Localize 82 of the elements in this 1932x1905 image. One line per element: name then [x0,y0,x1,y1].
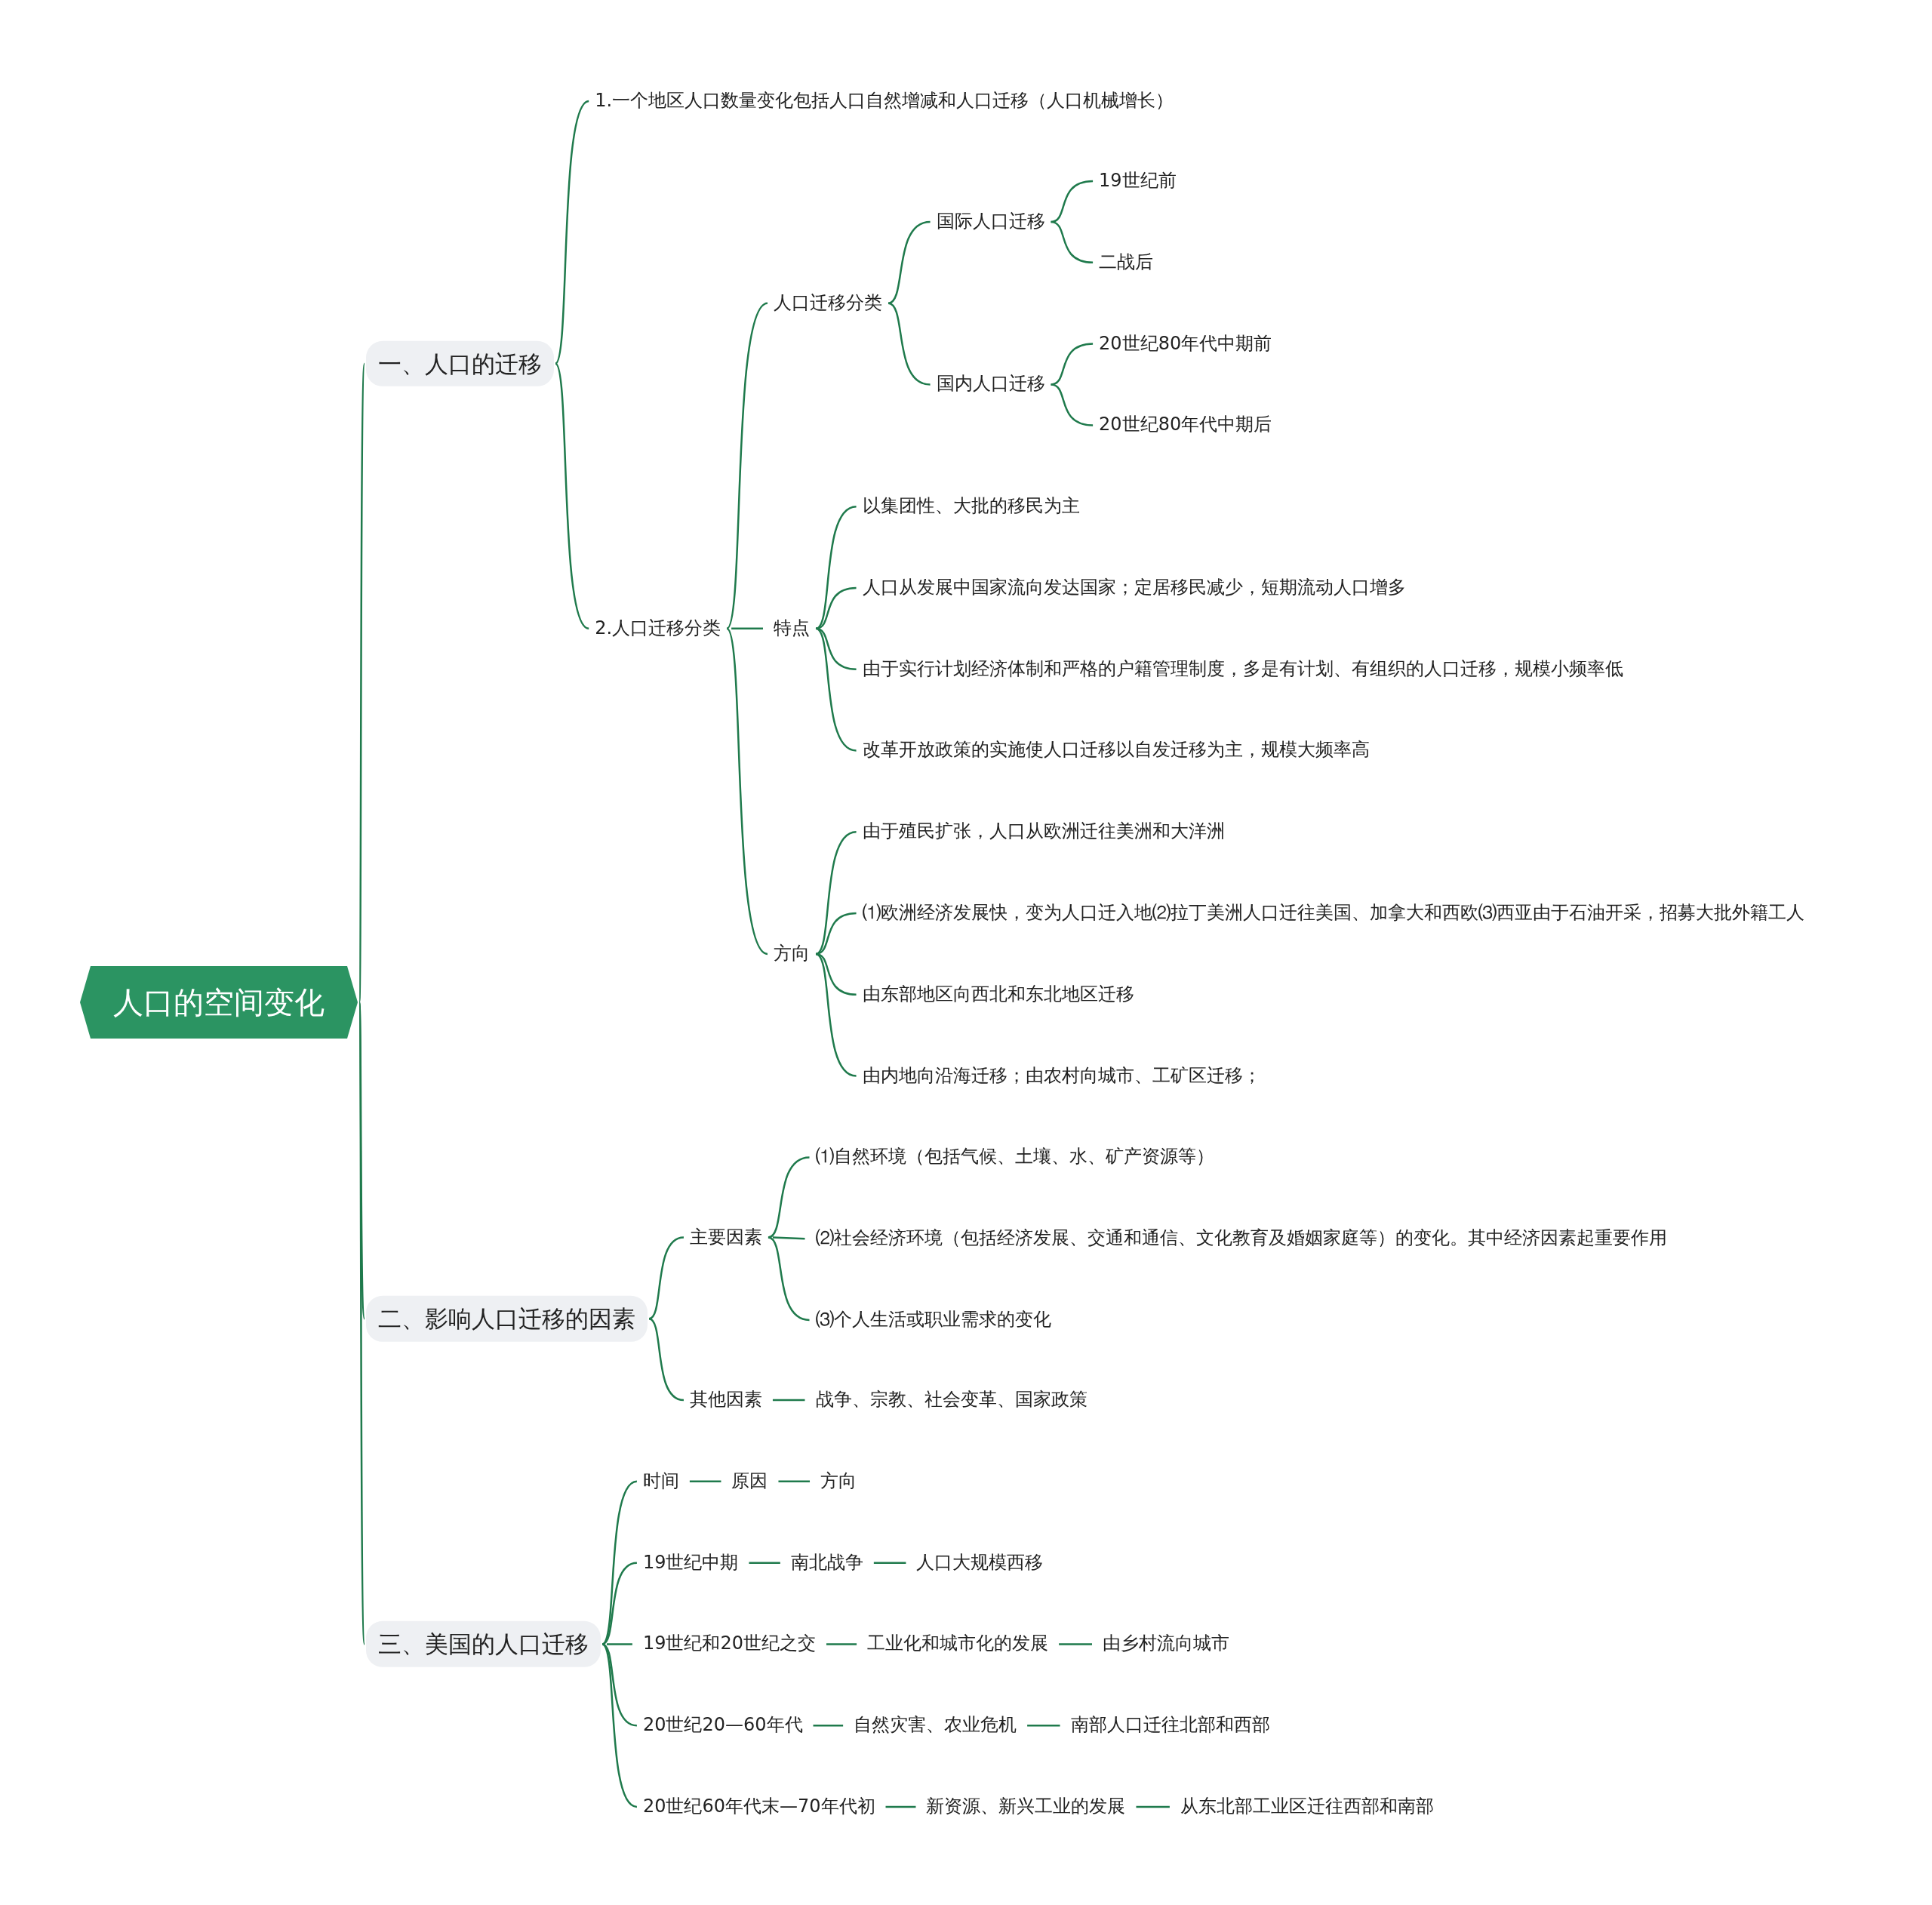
connector-line [813,1724,844,1727]
connector-line [888,302,931,386]
subtopic-label: 二战后 [1094,248,1158,278]
subtopic-label: 时间 [638,1466,684,1497]
connector-line [815,831,857,955]
connector-line [601,1643,638,1808]
subtopic-label: 由乡村流向城市 [1098,1629,1234,1659]
connector-line [607,1643,632,1645]
connector-line [815,505,857,629]
connector-line [731,627,763,630]
subtopic-label: 人口大规模西移 [912,1548,1048,1578]
connector-line [1136,1805,1170,1808]
connector-line [1051,383,1094,426]
subtopic-label: 人口从发展中国家流向发达国家；定居移民减少，短期流动人口增多 [857,573,1411,603]
subtopic-label: 改革开放政策的实施使人口迁移以自发迁移为主，规模大频率高 [857,735,1374,766]
connector-line [749,1562,780,1564]
connector-line [358,363,366,1002]
subtopic-label: ⑵社会经济环境（包括经济发展、交通和通信、文化教育及婚姻家庭等）的变化。其中经济因素起重要作用 [811,1223,1672,1254]
subtopic-label: 20世纪80年代中期后 [1094,410,1277,440]
connector-line [1027,1724,1060,1727]
connector-line [726,628,768,955]
subtopic-label: ⑶个人生活或职业需求的变化 [811,1305,1056,1335]
connector-line [885,1805,916,1808]
central-topic: 人口的空间变化 [80,965,358,1039]
subtopic-label: 工业化和城市化的发展 [863,1629,1054,1659]
subtopic-label: 19世纪前 [1094,166,1181,196]
subtopic-label: 原因 [727,1466,773,1497]
subtopic-label: 国际人口迁移 [931,207,1050,237]
connector-line [768,1236,810,1322]
subtopic-label: 由东部地区向西北和东北地区迁移 [857,980,1139,1010]
subtopic-label: 战争、宗教、社会变革、国家政策 [811,1385,1092,1415]
connector-line [772,1236,805,1240]
connector-line [815,586,857,630]
connector-line [768,1156,810,1239]
subtopic-label: 由内地向沿海迁移；由农村向城市、工矿区迁移； [857,1061,1266,1091]
connector-line [648,1318,685,1402]
subtopic-label: 其他因素 [685,1385,767,1415]
connector-line [772,1399,805,1402]
connector-line [1051,180,1094,223]
subtopic-label: 人口迁移分类 [769,288,887,319]
subtopic-label: 2.人口迁移分类 [590,614,726,644]
connector-line [873,1562,906,1564]
subtopic-label: 以集团性、大批的移民为主 [857,491,1084,522]
subtopic-label: 自然灾害、农业危机 [849,1710,1022,1740]
subtopic-label: 由于实行计划经济体制和严格的户籍管理制度，多是有计划、有组织的人口迁移，规模小频率低 [857,654,1628,685]
subtopic-label: 20世纪80年代中期前 [1094,329,1277,359]
connector-line [815,952,857,1077]
subtopic-label: 南部人口迁往北部和西部 [1066,1710,1275,1740]
subtopic-label: 20世纪20—60年代 [638,1710,808,1740]
connector-line [358,1002,366,1645]
subtopic-label: 特点 [769,614,814,644]
connector-line [726,302,768,629]
connector-line [1051,220,1094,264]
subtopic-label: 国内人口迁移 [931,369,1050,400]
subtopic-label: ⑴自然环境（包括气候、土壤、水、矿产资源等） [811,1142,1219,1172]
connector-line [888,220,931,304]
connector-line [554,363,589,629]
connector-line [815,627,857,752]
connector-line [826,1643,857,1645]
topic-label: 二、影响人口迁移的因素 [366,1296,648,1342]
subtopic-label: ⑴欧洲经济发展快，变为人口迁入地⑵拉丁美洲人口迁往美国、加拿大和西欧⑶西亚由于石油开采，招募大批外籍工人 [857,898,1809,928]
connector-line [1051,343,1094,386]
subtopic-label: 19世纪和20世纪之交 [638,1629,820,1659]
subtopic-label: 19世纪中期 [638,1548,743,1578]
topic-label: 三、美国的人口迁移 [366,1621,601,1667]
subtopic-label: 主要因素 [685,1222,767,1253]
subtopic-label: 方向 [816,1466,862,1497]
connector-line [815,912,857,956]
subtopic-label: 20世纪60年代末—70年代初 [638,1792,880,1822]
connector-line [601,1480,638,1645]
connector-line [648,1236,685,1320]
subtopic-label: 1.一个地区人口数量变化包括人口自然增减和人口迁移（人口机械增长） [590,86,1179,116]
connector-line [689,1480,721,1483]
subtopic-label: 从东北部工业区迁往西部和南部 [1175,1792,1438,1822]
connector-line [554,100,589,365]
subtopic-label: 新资源、新兴工业的发展 [921,1792,1131,1822]
connector-line [1059,1643,1092,1645]
subtopic-label: 方向 [769,939,814,969]
subtopic-label: 由于殖民扩张，人口从欧洲迁往美洲和大洋洲 [857,817,1229,847]
subtopic-label: 南北战争 [786,1548,868,1578]
connector-line [778,1480,811,1483]
topic-label: 一、人口的迁移 [366,340,554,386]
